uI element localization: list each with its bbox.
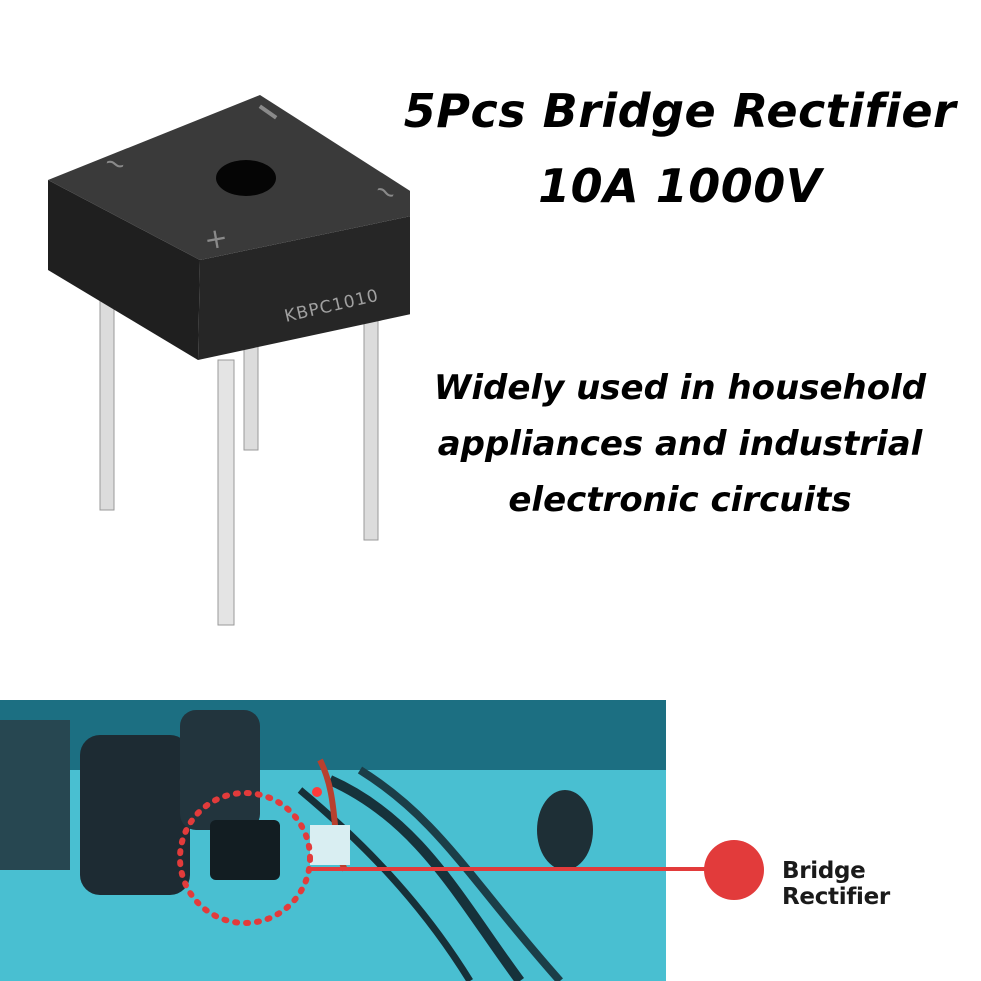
red-led [312,787,322,797]
component-left-face [48,180,200,360]
plus-symbol: + [201,220,230,257]
description-line-3: electronic circuits [508,480,852,520]
connector [310,825,350,865]
callout-label: Bridge Rectifier [782,858,890,910]
mounting-hole [216,160,276,196]
product-title-line-1: 5Pcs Bridge Rectifier [403,84,957,138]
pin-back-left [99,289,115,511]
callout-pointer [310,840,764,900]
heatsink [0,720,70,870]
description-line-2: appliances and industrial [437,424,923,464]
wire-3 [297,787,473,981]
capacitor-large [80,735,190,895]
wire-1 [327,775,525,981]
product-title-line-2: 10A 1000V [538,159,822,213]
pin-front-right [363,309,379,541]
capacitor-right [537,790,593,870]
bridge-rectifier-image: ~ ~ + KBPC1010 [48,95,410,626]
callout-dot [704,840,764,900]
wire-2 [357,766,563,981]
rectifier-on-board [210,820,280,880]
description-line-1: Widely used in household [433,368,927,408]
highlight-circle [177,790,313,926]
minus-symbol [258,104,278,120]
pin-front-left [217,359,235,626]
component-front-face [198,216,410,360]
